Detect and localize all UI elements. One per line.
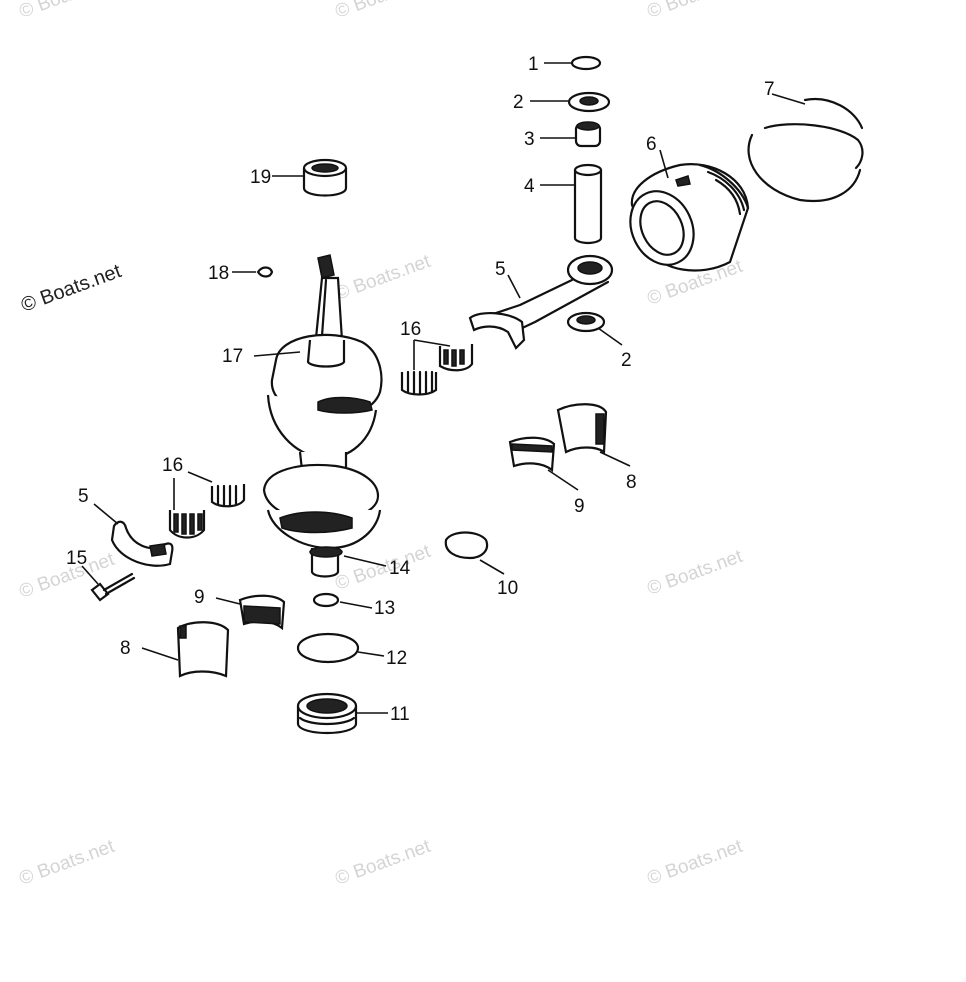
callout-14: 14	[389, 558, 411, 579]
callout-1: 1	[528, 54, 539, 75]
part-rod-needle-bearings: 16	[400, 319, 474, 396]
callout-5: 5	[495, 259, 506, 280]
watermark-text: © Boats.net	[333, 836, 434, 890]
watermark-text: © Boats.net	[645, 546, 746, 600]
part-wrist-pin-bearing: 3	[524, 121, 602, 150]
part-crankshaft: 17	[222, 254, 383, 578]
part-thrust-washer: 2	[513, 91, 611, 113]
watermark-text: © Boats.net	[333, 541, 434, 595]
part-rod-bolt: 15	[66, 548, 136, 602]
part-bearing-cage-halves: 9 8	[120, 587, 286, 678]
part-rod-needle-bearings: 16	[162, 455, 246, 539]
callout-6: 6	[646, 134, 657, 155]
callout-16: 16	[162, 455, 183, 476]
watermark-text: © Boats.net	[17, 0, 118, 23]
part-woodruff-key: 18	[208, 263, 274, 284]
part-center-main-bearing: 14	[309, 546, 411, 579]
callout-2: 2	[513, 92, 524, 113]
watermark-text: © Boats.net	[333, 251, 434, 305]
callout-4: 4	[524, 176, 535, 197]
callout-15: 15	[66, 548, 87, 569]
callout-9: 9	[194, 587, 205, 608]
callout-19: 19	[250, 167, 271, 188]
part-upper-main-bearing: 19	[250, 158, 348, 197]
part-bearing-retaining-ring: 10	[444, 531, 518, 599]
part-retaining-ring: 1	[528, 54, 602, 75]
callout-3: 3	[524, 129, 535, 150]
watermarks: © Boats.net © Boats.net © Boats.net © Bo…	[17, 0, 746, 890]
part-large-o-ring: 12	[296, 632, 407, 669]
callout-16: 16	[400, 319, 421, 340]
callout-11: 11	[390, 704, 410, 725]
callout-13: 13	[374, 598, 395, 619]
watermark-text: © Boats.net	[333, 0, 434, 23]
callout-18: 18	[208, 263, 229, 284]
part-connecting-rod: 5	[468, 254, 614, 350]
part-lower-seal: 11	[296, 692, 410, 734]
part-small-o-ring: 13	[312, 592, 395, 619]
callout-8: 8	[120, 638, 131, 659]
watermark-prominent: © Boats.net	[18, 260, 124, 317]
part-wrist-pin: 4	[524, 163, 603, 245]
part-connecting-rod-cap: 5	[78, 486, 174, 567]
part-piston: 6	[629, 134, 750, 272]
callout-10: 10	[497, 578, 518, 599]
callout-7: 7	[764, 79, 775, 100]
callout-17: 17	[222, 346, 243, 367]
callout-2: 2	[621, 350, 632, 371]
callout-8: 8	[626, 472, 637, 493]
part-piston-rings: 7	[747, 79, 864, 203]
watermark-text: © Boats.net	[17, 836, 118, 890]
watermark-text: © Boats.net	[645, 836, 746, 890]
callout-5: 5	[78, 486, 89, 507]
callout-12: 12	[386, 648, 407, 669]
part-thrust-washer: 2	[566, 311, 632, 371]
watermark-text: © Boats.net	[645, 0, 746, 23]
part-bearing-cage-halves: 8 9	[508, 403, 637, 517]
callout-9: 9	[574, 496, 585, 517]
